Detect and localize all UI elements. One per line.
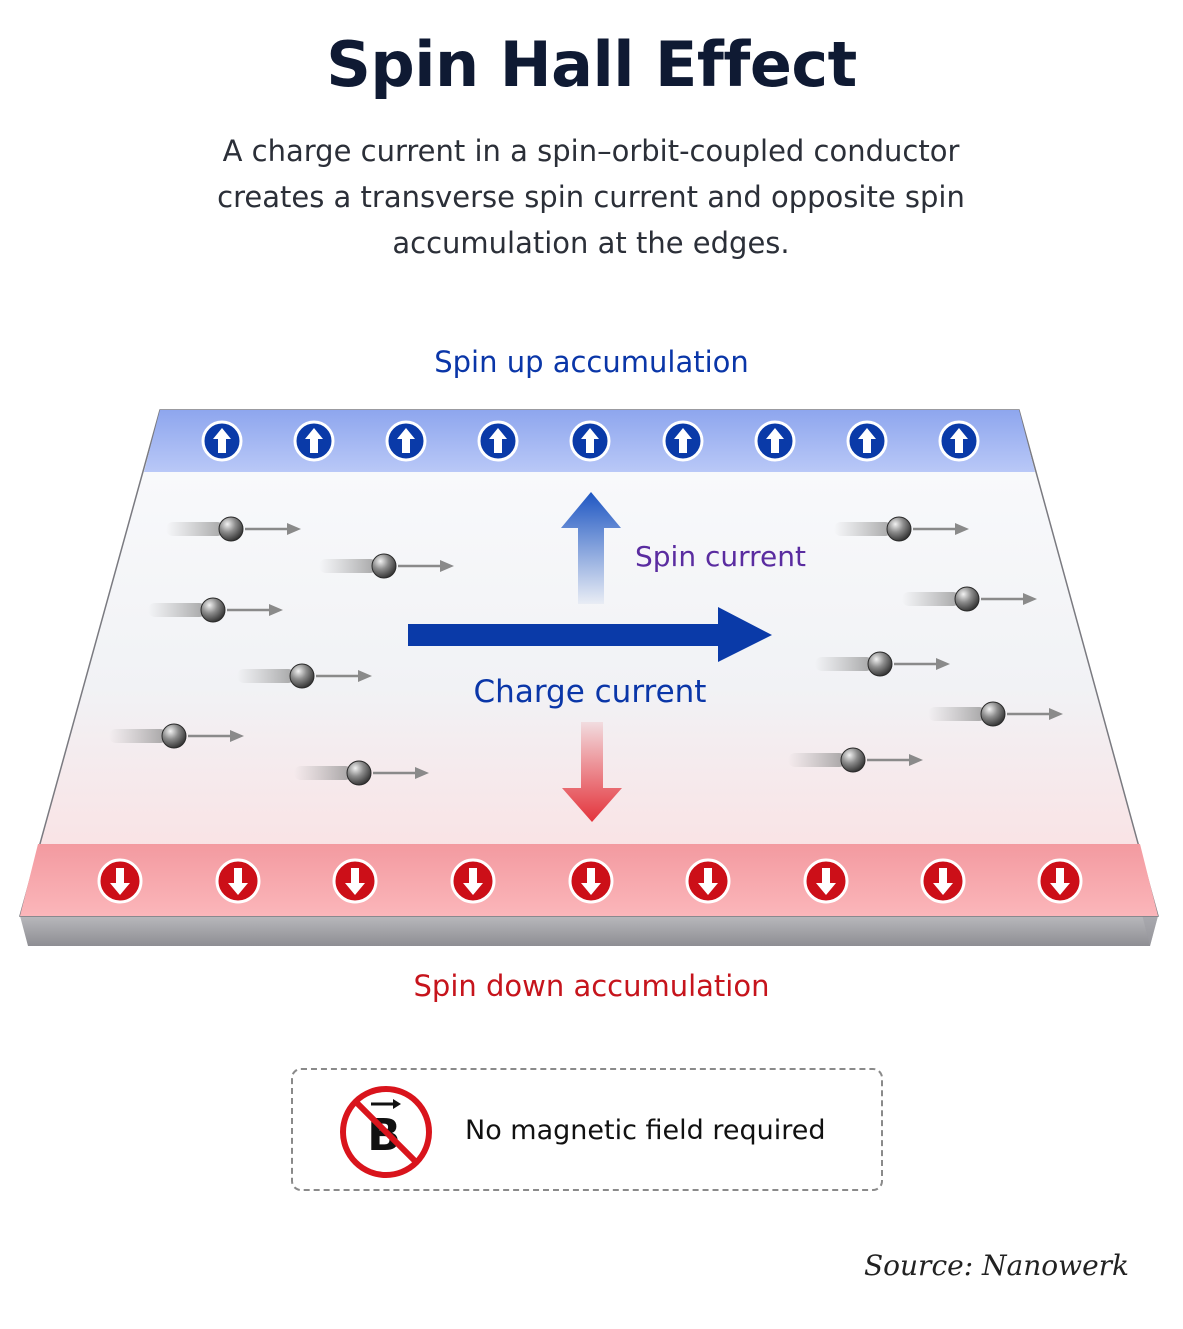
spin-up-label: Spin up accumulation xyxy=(434,345,749,379)
spin-down-icon xyxy=(450,858,496,904)
spin-up-icon xyxy=(938,420,980,462)
electron xyxy=(834,516,969,542)
spin-up-icon xyxy=(846,420,888,462)
spin-up-icon xyxy=(293,420,335,462)
spin-up-icon xyxy=(385,420,427,462)
source-credit: Source: Nanowerk xyxy=(863,1249,1129,1282)
charge-current-arrow xyxy=(408,607,772,662)
spin-down-icon xyxy=(803,858,849,904)
spin-down-icon xyxy=(685,858,731,904)
spin-current-label: Spin current xyxy=(635,540,806,573)
no-magnetic-field-icon: B xyxy=(340,1086,432,1178)
electron xyxy=(788,747,923,773)
spin-down-icon xyxy=(568,858,614,904)
diagram-title: Spin Hall Effect xyxy=(326,28,857,101)
spin-down-icon xyxy=(1037,858,1083,904)
electron xyxy=(166,516,301,542)
spin-down-icon xyxy=(97,858,143,904)
slab-edge xyxy=(20,916,1158,946)
charge-current-label: Charge current xyxy=(474,674,707,710)
electron xyxy=(148,597,283,623)
spin-up-icon xyxy=(754,420,796,462)
electron xyxy=(902,586,1037,612)
electron xyxy=(109,723,244,749)
spin-up-icon xyxy=(662,420,704,462)
spin-up-icon xyxy=(569,420,611,462)
spin-up-icons xyxy=(201,420,980,462)
spin-hall-diagram: Spin current Charge current xyxy=(19,409,1159,946)
spin-down-current-arrow xyxy=(562,722,622,822)
note-text: No magnetic field required xyxy=(465,1115,826,1146)
electron xyxy=(294,760,429,786)
spin-down-label: Spin down accumulation xyxy=(413,969,770,1003)
spin-current-arrow xyxy=(561,492,621,604)
diagram-subtitle: A charge current in a spin–orbit-coupled… xyxy=(217,134,965,260)
electron xyxy=(237,663,372,689)
electron xyxy=(928,701,1063,727)
electron xyxy=(815,651,950,677)
note-box: B No magnetic field required xyxy=(291,1068,883,1191)
electron xyxy=(319,553,454,579)
electrons xyxy=(109,516,1063,786)
spin-down-icon xyxy=(215,858,261,904)
spin-down-icon xyxy=(920,858,966,904)
conductor-slab xyxy=(19,409,1159,917)
spin-down-icons xyxy=(97,858,1083,904)
spin-up-icon xyxy=(477,420,519,462)
spin-down-icon xyxy=(332,858,378,904)
spin-up-icon xyxy=(201,420,243,462)
